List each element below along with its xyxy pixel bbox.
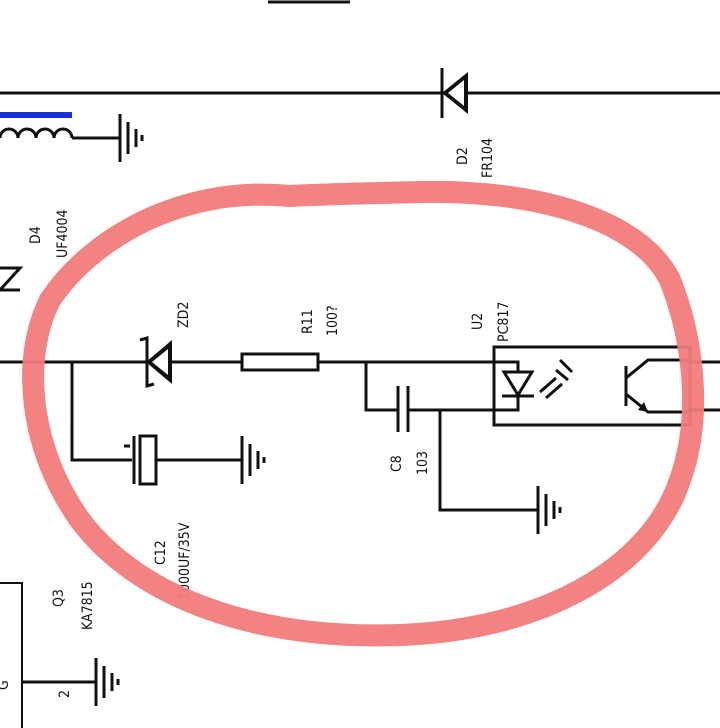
optocoupler-u2: [492, 345, 692, 427]
q3-ref-label: Q3: [51, 589, 67, 607]
c8-value-label: 103: [415, 451, 431, 475]
ground-icon: [240, 436, 266, 484]
u2-ref-label: U2: [470, 313, 486, 330]
r11-value-label: 100?: [325, 305, 341, 336]
regulator-q3-body: [0, 582, 23, 728]
wire: [364, 362, 398, 412]
ground-icon: [94, 658, 120, 706]
capacitor-c8: [396, 386, 410, 432]
u2-value-label: PC817: [496, 302, 512, 342]
q3-value-label: KA7815: [80, 581, 96, 630]
q3-pin-label: 2: [57, 690, 73, 698]
q3-pin-name: G: [0, 680, 12, 690]
inductor-core: [0, 112, 72, 118]
inductor: [0, 112, 120, 140]
d2-ref-label: D2: [455, 147, 471, 165]
highlight-circle: [22, 180, 705, 647]
c12-value-label: 1000UF/35V: [177, 522, 193, 600]
d2-value-label: FR104: [480, 138, 496, 178]
c8-ref-label: C8: [389, 455, 405, 472]
wire: [70, 362, 132, 462]
diode-d4: [0, 266, 24, 292]
diode-d2: [440, 68, 468, 118]
ground-icon: [118, 114, 144, 162]
r11-ref-label: R11: [300, 309, 316, 334]
c12-ref-label: C12: [153, 540, 169, 565]
ground-icon: [536, 486, 562, 534]
zener-zd2: [139, 336, 172, 388]
d4-value-label: UF4004: [55, 209, 71, 258]
d4-ref-label: D4: [28, 226, 44, 244]
resistor-r11: [240, 352, 320, 372]
zd2-ref-label: ZD2: [176, 302, 192, 328]
wire: [438, 410, 538, 512]
